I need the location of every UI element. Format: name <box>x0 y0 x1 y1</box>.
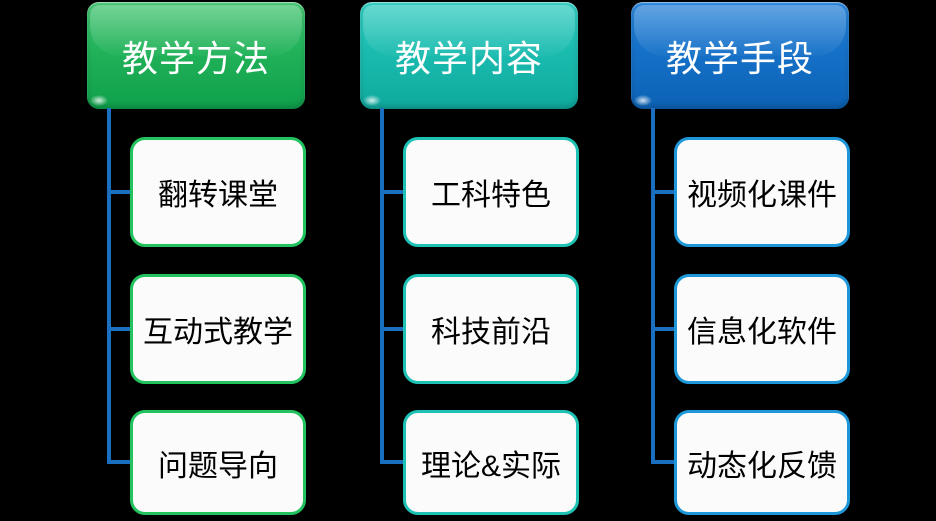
column-teaching-methods: 教学方法 翻转课堂 互动式教学 问题导向 <box>87 0 307 521</box>
node-dynamic-feedback-label: 动态化反馈 <box>687 449 837 483</box>
connector-vertical-teaching-methods <box>107 108 111 464</box>
node-engineering-features-label: 工科特色 <box>431 179 551 212</box>
connector-vertical-teaching-tools <box>651 108 655 464</box>
node-flipped-classroom: 翻转课堂 <box>130 137 306 247</box>
node-technology-frontier: 科技前沿 <box>403 274 579 384</box>
node-interactive-teaching-label: 互动式教学 <box>143 316 293 349</box>
node-technology-frontier-label: 科技前沿 <box>431 316 551 349</box>
header-teaching-tools: 教学手段 <box>631 2 849 109</box>
connector-vertical-teaching-content <box>380 108 384 464</box>
node-theory-and-practice-label: 理论&实际 <box>420 449 561 483</box>
connector-branch <box>109 327 131 331</box>
connector-branch <box>653 460 675 464</box>
connector-branch <box>653 327 675 331</box>
header-teaching-methods-label: 教学方法 <box>121 37 270 79</box>
node-theory-and-practice: 理论&实际 <box>403 410 579 515</box>
node-dynamic-feedback: 动态化反馈 <box>674 410 850 515</box>
column-teaching-tools: 教学手段 视频化课件 信息化软件 动态化反馈 <box>631 0 851 521</box>
connector-branch <box>382 460 404 464</box>
connector-branch <box>653 190 675 194</box>
node-informatization-software-label: 信息化软件 <box>687 316 837 349</box>
node-interactive-teaching: 互动式教学 <box>130 274 306 384</box>
connector-branch <box>109 190 131 194</box>
node-problem-oriented: 问题导向 <box>130 410 306 515</box>
node-flipped-classroom-label: 翻转课堂 <box>158 179 278 212</box>
connector-branch <box>382 327 404 331</box>
column-teaching-content: 教学内容 工科特色 科技前沿 理论&实际 <box>360 0 580 521</box>
header-teaching-tools-label: 教学手段 <box>665 37 814 79</box>
header-teaching-content-label: 教学内容 <box>394 37 543 79</box>
node-video-courseware: 视频化课件 <box>674 137 850 247</box>
node-engineering-features: 工科特色 <box>403 137 579 247</box>
header-teaching-methods: 教学方法 <box>87 2 305 109</box>
node-problem-oriented-label: 问题导向 <box>158 449 278 483</box>
node-informatization-software: 信息化软件 <box>674 274 850 384</box>
header-teaching-content: 教学内容 <box>360 2 578 109</box>
node-video-courseware-label: 视频化课件 <box>687 179 837 212</box>
connector-branch <box>109 460 131 464</box>
connector-branch <box>382 190 404 194</box>
